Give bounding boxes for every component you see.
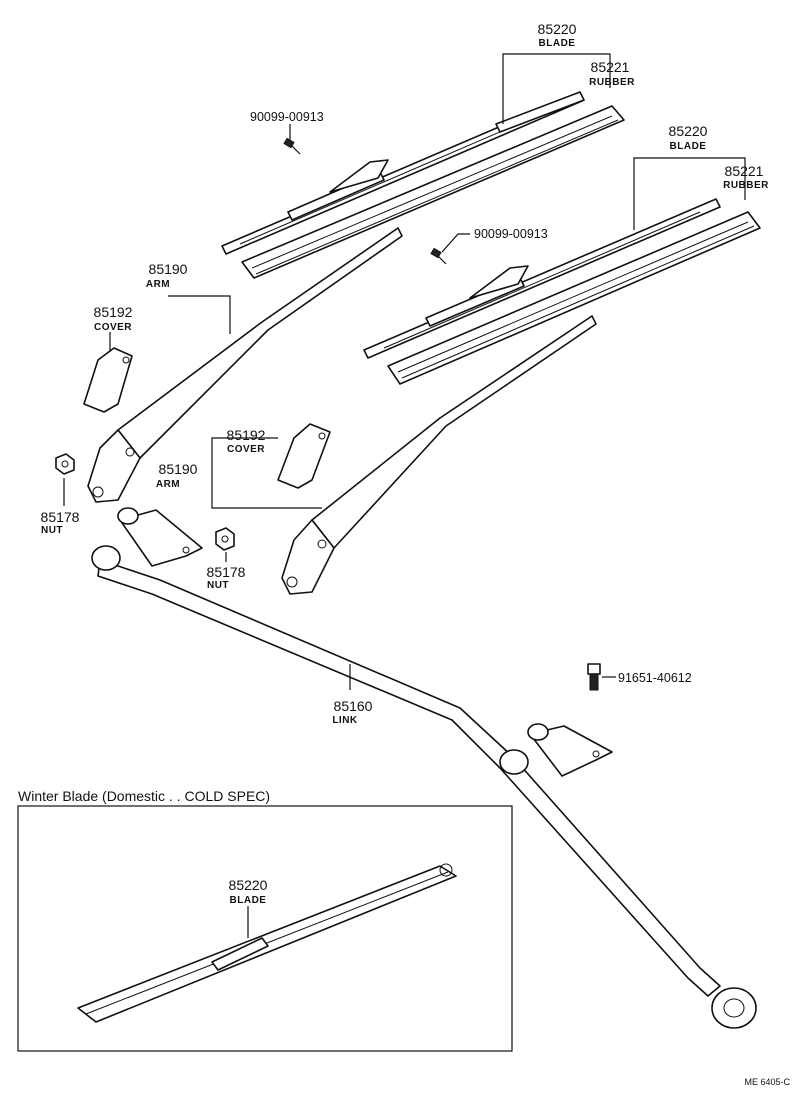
inset-title: Winter Blade (Domestic . . COLD SPEC) xyxy=(18,788,270,804)
nut-mid-part xyxy=(215,527,235,551)
rubber-right-number: 85221 xyxy=(725,163,764,179)
inset-box xyxy=(17,805,513,1052)
arm-mid-number: 85190 xyxy=(159,461,198,477)
blade-right-number: 85220 xyxy=(669,123,708,139)
cover-mid-name: COVER xyxy=(227,444,265,455)
blade-top-number: 85220 xyxy=(538,21,577,37)
rubber-right-name: RUBBER xyxy=(723,180,769,191)
pivot-right-part xyxy=(527,723,613,777)
winter-blade-part xyxy=(77,863,457,1023)
blade-top-name: BLADE xyxy=(539,38,576,49)
blade-right-part xyxy=(363,198,721,359)
link-part xyxy=(91,545,757,1029)
cover-left-number: 85192 xyxy=(94,304,133,320)
arm-left-part xyxy=(87,227,403,503)
cover-left-part xyxy=(83,347,133,413)
rubber-top-name: RUBBER xyxy=(589,77,635,88)
rubber-top-part xyxy=(241,105,625,279)
cover-mid-number: 85192 xyxy=(227,427,266,443)
arm-left-number: 85190 xyxy=(149,261,188,277)
pivot-left-part xyxy=(117,507,203,567)
nut-mid-name: NUT xyxy=(207,580,229,591)
link-number: 85160 xyxy=(334,698,373,714)
winter-blade-name: BLADE xyxy=(230,895,267,906)
screw-top-number: 90099-00913 xyxy=(250,110,324,124)
bolt-part xyxy=(587,663,601,691)
nut-left-name: NUT xyxy=(41,525,63,536)
cover-left-name: COVER xyxy=(94,322,132,333)
screw-top-part xyxy=(283,137,301,155)
cover-mid-part xyxy=(277,423,331,489)
nut-mid-number: 85178 xyxy=(207,564,246,580)
blade-right-name: BLADE xyxy=(670,141,707,152)
arm-left-name: ARM xyxy=(146,279,170,290)
link-name: LINK xyxy=(332,715,358,726)
footer-code: ME 6405-C xyxy=(744,1077,790,1087)
screw-mid-part xyxy=(430,247,447,265)
rubber-right-part xyxy=(387,211,761,385)
rubber-top-number: 85221 xyxy=(591,59,630,75)
arm-mid-part xyxy=(281,315,597,595)
bolt-number: 91651-40612 xyxy=(618,671,692,685)
nut-left-number: 85178 xyxy=(41,509,80,525)
screw-mid-number: 90099-00913 xyxy=(474,227,548,241)
winter-blade-number: 85220 xyxy=(229,877,268,893)
arm-mid-name: ARM xyxy=(156,479,180,490)
blade-top-part xyxy=(221,91,585,255)
nut-left-part xyxy=(55,453,75,475)
leader-lines xyxy=(63,53,746,938)
